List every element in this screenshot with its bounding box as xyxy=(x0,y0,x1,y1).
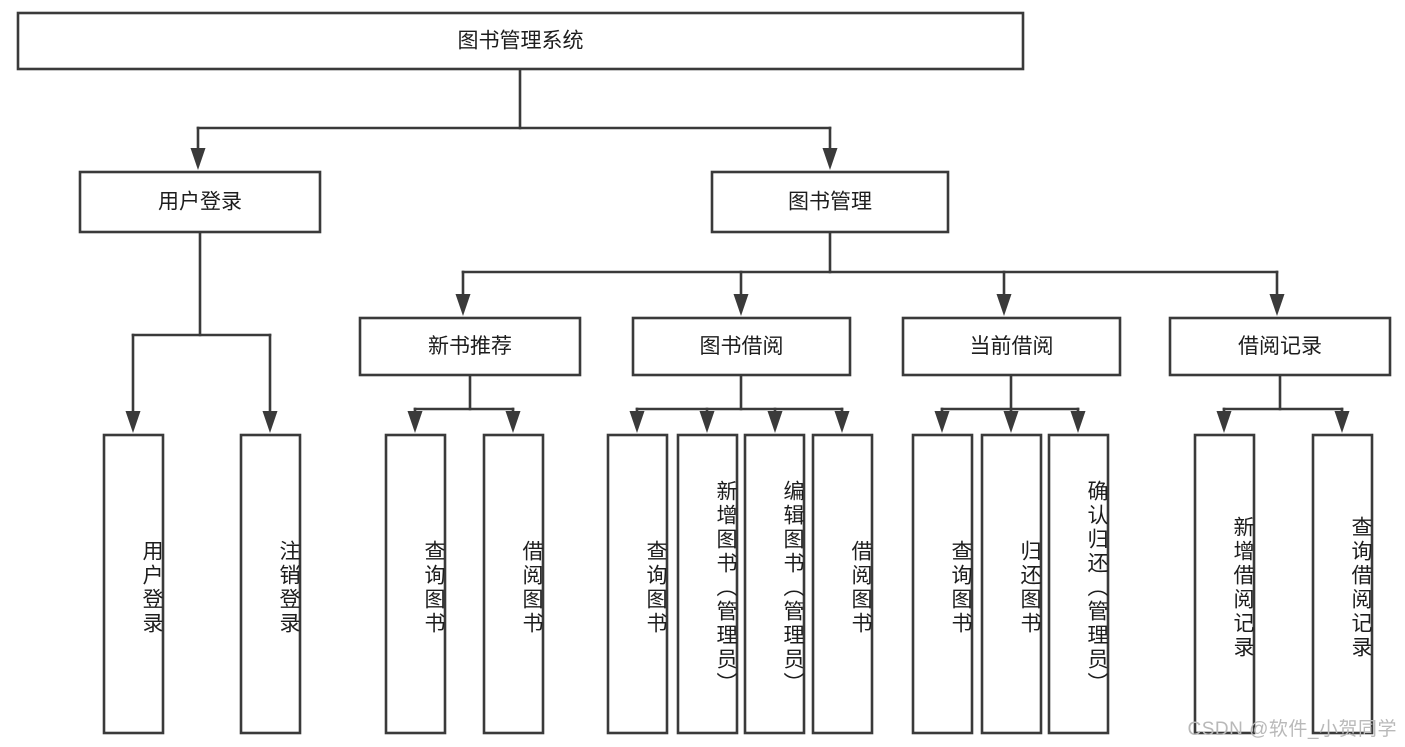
node-box-borrow-record xyxy=(1168,316,1392,377)
arrow-down-icon-leaf-2-0 xyxy=(934,411,950,433)
arrow-down-icon-root-0 xyxy=(190,148,206,170)
arrow-down-icon-leaf-3-1 xyxy=(1334,411,1350,433)
node-label-book-borrow: 图书借阅 xyxy=(700,335,784,358)
arrow-down-icon-userleaf-1 xyxy=(262,411,278,433)
arrow-down-icon-lvl3-1 xyxy=(733,294,749,316)
arrow-down-icon-leaf-0-1 xyxy=(505,411,521,433)
node-box-current-borrow xyxy=(901,316,1122,377)
connector-layer xyxy=(125,67,1350,433)
arrow-down-icon-leaf-3-0 xyxy=(1216,411,1232,433)
arrow-down-icon-userleaf-0 xyxy=(125,411,141,433)
node-box-leaf-query-book-3 xyxy=(911,433,974,735)
node-label-book-management: 图书管理 xyxy=(788,191,872,214)
node-label-user-login: 用户登录 xyxy=(158,191,242,214)
arrow-down-icon-leaf-2-1 xyxy=(1003,411,1019,433)
node-box-leaf-add-borrow-record xyxy=(1193,433,1256,735)
arrow-down-icon-lvl3-2 xyxy=(996,294,1012,316)
arrow-down-icon-leaf-1-0 xyxy=(629,411,645,433)
arrow-down-icon-leaf-0-0 xyxy=(407,411,423,433)
node-box-book-management xyxy=(710,170,950,234)
node-label-new-book-recommend: 新书推荐 xyxy=(428,335,512,358)
node-box-leaf-borrow-book-2 xyxy=(811,433,874,735)
node-box-leaf-confirm-return-admin xyxy=(1047,433,1110,735)
node-box-leaf-logout-login xyxy=(239,433,302,735)
node-label-current-borrow: 当前借阅 xyxy=(970,335,1054,358)
node-box-leaf-edit-book-admin xyxy=(743,433,806,735)
arrow-down-icon-lvl3-0 xyxy=(455,294,471,316)
node-box-leaf-query-book-2 xyxy=(606,433,669,735)
node-box-leaf-add-book-admin xyxy=(676,433,739,735)
node-label-borrow-record: 借阅记录 xyxy=(1238,335,1322,358)
node-box-leaf-user-login xyxy=(102,433,165,735)
arrow-down-icon-leaf-1-1 xyxy=(699,411,715,433)
node-box-leaf-return-book xyxy=(980,433,1043,735)
arrow-down-icon-leaf-1-3 xyxy=(834,411,850,433)
arrow-down-icon-leaf-2-2 xyxy=(1070,411,1086,433)
node-box-user-login xyxy=(78,170,322,234)
watermark-text: CSDN @软件_小贺同学 xyxy=(1187,719,1397,740)
node-label-root: 图书管理系统 xyxy=(458,30,584,53)
node-box-leaf-borrow-book-1 xyxy=(482,433,545,735)
arrow-down-icon-leaf-1-2 xyxy=(767,411,783,433)
node-box-new-book-recommend xyxy=(358,316,582,377)
node-box-book-borrow xyxy=(631,316,852,377)
arrow-down-icon-lvl3-3 xyxy=(1269,294,1285,316)
node-box-root xyxy=(16,11,1025,71)
node-box-leaf-query-book-1 xyxy=(384,433,447,735)
node-box-leaf-query-borrow-record xyxy=(1311,433,1374,735)
arrow-down-icon-root-1 xyxy=(822,148,838,170)
node-box-layer xyxy=(16,11,1392,735)
